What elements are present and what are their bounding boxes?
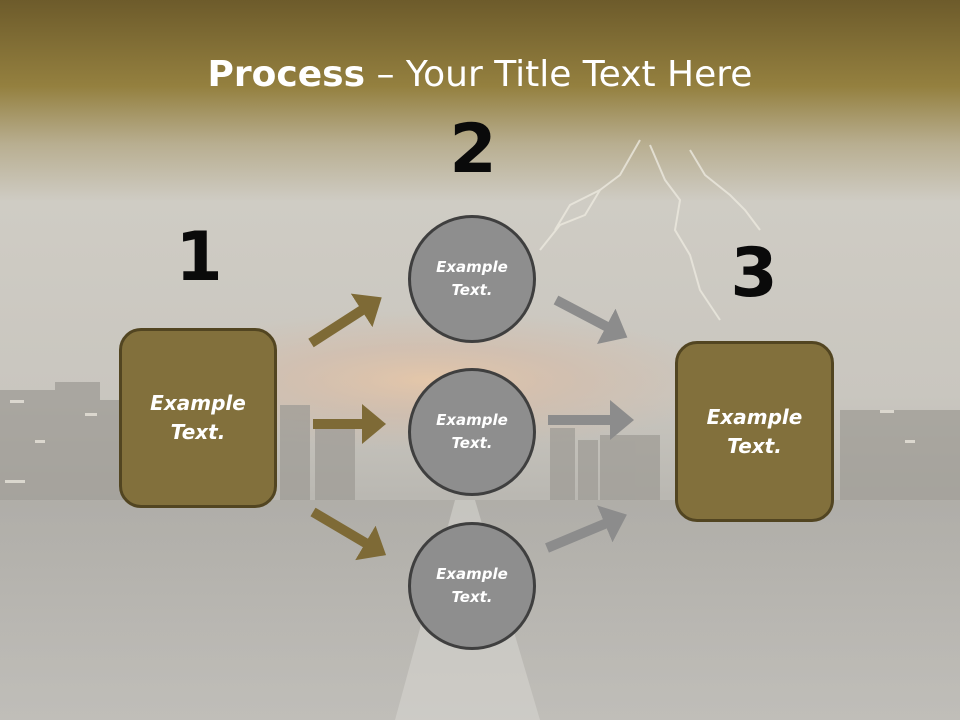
circle-bottom-line1: Example: [436, 565, 508, 583]
step-3-text-line1: Example: [706, 404, 803, 429]
step-number-3: 3: [730, 234, 778, 313]
step-number-2: 2: [449, 110, 497, 189]
arrow-bottom-to-right: [545, 505, 627, 553]
title-rest: – Your Title Text Here: [365, 54, 753, 95]
step-3-text-line2: Text.: [727, 433, 782, 458]
arrow-left-to-bottom: [310, 507, 387, 561]
title-bold: Process: [207, 54, 366, 95]
arrow-top-to-right: [553, 295, 628, 345]
circle-middle-line2: Text.: [451, 434, 493, 452]
arrow-left-to-top: [308, 293, 382, 348]
circle-top-line2: Text.: [451, 281, 493, 299]
circle-middle-line1: Example: [436, 411, 508, 429]
circle-top-line1: Example: [436, 258, 508, 276]
circle-bottom-line2: Text.: [451, 588, 493, 606]
slide-title: Process – Your Title Text Here: [0, 52, 960, 98]
step-1-text-line2: Text.: [170, 420, 226, 444]
step-number-1: 1: [175, 218, 223, 297]
step-1-text-line1: Example: [150, 391, 246, 415]
